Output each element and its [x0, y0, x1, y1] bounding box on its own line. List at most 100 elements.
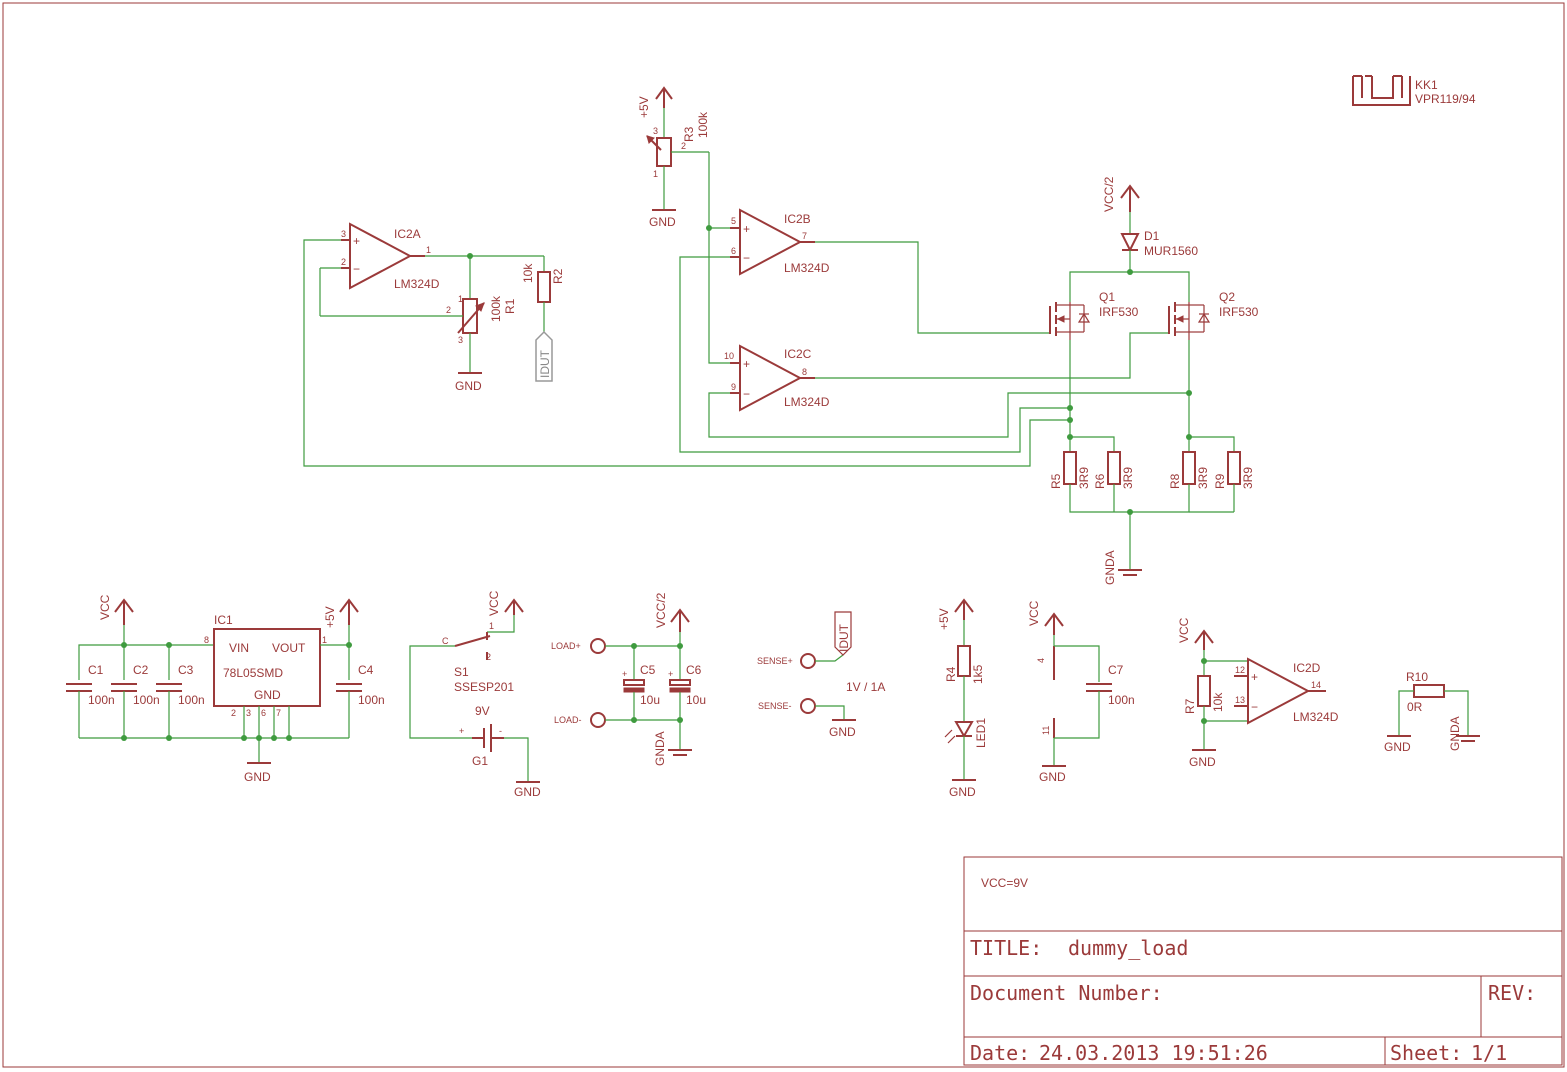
svg-text:100n: 100n: [358, 693, 385, 707]
r1-name: R1: [503, 298, 517, 314]
r3-value: 100k: [696, 111, 710, 138]
svg-text:2: 2: [486, 652, 491, 662]
svg-text:LOAD+: LOAD+: [551, 641, 581, 651]
svg-text:7: 7: [276, 708, 281, 718]
pot-r3: +5V GND 3 1 2 R3 100k: [637, 86, 710, 229]
opamp-ic2d: VCC GND R7 10k + − 12 13 14 IC2D LM324D: [1177, 617, 1339, 769]
s1-value: SSESP201: [454, 680, 514, 694]
resistor-r5: R5 3R9: [1049, 451, 1091, 489]
svg-text:3R9: 3R9: [1121, 467, 1135, 489]
r2-name: R2: [551, 268, 565, 284]
svg-text:1: 1: [322, 635, 327, 645]
opamp-ic2c: + − 10 9 8 IC2C LM324D: [724, 344, 830, 412]
svg-text:4: 4: [1036, 658, 1046, 663]
sheet-label: Sheet:: [1390, 1041, 1462, 1065]
svg-text:VCC: VCC: [1177, 617, 1191, 643]
svg-text:VCC: VCC: [1027, 600, 1041, 626]
svg-text:R7: R7: [1183, 698, 1197, 714]
r1-value: 100k: [489, 295, 503, 322]
svg-text:13: 13: [1235, 695, 1245, 705]
r3-name: R3: [682, 126, 696, 142]
q1-name: Q1: [1099, 290, 1115, 304]
load-minus-terminal[interactable]: [590, 712, 606, 728]
title-block: VCC=9V TITLE: dummy_load Document Number…: [963, 856, 1563, 1066]
r3-supply: +5V: [637, 96, 651, 118]
load-plus-terminal[interactable]: [590, 638, 606, 654]
r3-gnd: GND: [649, 215, 676, 229]
svg-text:+: +: [459, 726, 464, 736]
resistor-r8: R8 3R9: [1168, 451, 1210, 489]
svg-text:GND: GND: [949, 785, 976, 799]
svg-text:+: +: [353, 234, 360, 248]
heatsink-kk1: KK1 VPR119/94: [1352, 75, 1476, 106]
decoupling-c7: VCC 4 11 GND C7 100n: [1027, 600, 1135, 784]
ic2a-name: IC2A: [394, 227, 421, 241]
svg-text:−: −: [353, 262, 360, 276]
svg-text:+: +: [622, 669, 627, 679]
mosfet-q2: Q2 IRF530: [1168, 290, 1259, 340]
pot-r1: GND 1 2 3 R1 100k: [319, 253, 544, 393]
svg-text:VCC/2: VCC/2: [654, 592, 668, 628]
svg-text:100n: 100n: [133, 693, 160, 707]
svg-text:100n: 100n: [1108, 693, 1135, 707]
sense-plus-terminal[interactable]: [800, 653, 816, 669]
d1-value: MUR1560: [1144, 244, 1198, 258]
idut-label: IDUT: [538, 349, 552, 378]
date-label: Date:: [970, 1041, 1030, 1065]
svg-text:10u: 10u: [640, 693, 660, 707]
svg-text:VCC: VCC: [487, 590, 501, 616]
svg-text:GND: GND: [254, 688, 281, 702]
sheet-value: 1/1: [1471, 1041, 1507, 1065]
switch-s1: VCC 1 2 C S1 SSESP201: [409, 590, 524, 739]
svg-text:2: 2: [681, 141, 686, 151]
svg-text:C: C: [442, 636, 449, 646]
svg-text:+5V: +5V: [937, 608, 951, 630]
load-section: LOAD+ LOAD- VCC/2 + + GNDA C5 10u C6 10u: [551, 592, 706, 766]
svg-text:R4: R4: [944, 666, 958, 682]
svg-text:+: +: [1251, 670, 1258, 684]
battery-g1: GND + - 9V G1: [459, 704, 541, 799]
svg-text:10: 10: [724, 351, 734, 361]
g1-value: 9V: [475, 704, 490, 718]
svg-text:−: −: [743, 251, 750, 265]
svg-text:C4: C4: [358, 663, 374, 677]
svg-text:+: +: [743, 357, 750, 371]
q1-value: IRF530: [1099, 305, 1139, 319]
kk1-name: KK1: [1415, 78, 1438, 92]
svg-text:C1: C1: [88, 663, 104, 677]
svg-text:R8: R8: [1168, 473, 1182, 489]
regulator-section: VCC C1 100n C2 100n C3 100n VIN VOUT 78L…: [66, 594, 385, 784]
svg-text:1: 1: [458, 294, 463, 304]
scale-note: 1V / 1A: [846, 680, 885, 694]
svg-text:100n: 100n: [178, 693, 205, 707]
sense-section: SENSE+ SENSE- IDUT GND 1V / 1A: [757, 611, 885, 739]
svg-text:GND: GND: [1039, 770, 1066, 784]
svg-text:GND: GND: [514, 785, 541, 799]
svg-text:1: 1: [489, 621, 494, 631]
svg-text:1k5: 1k5: [971, 664, 985, 684]
g1-name: G1: [472, 754, 488, 768]
d1-supply: VCC/2: [1102, 176, 1116, 212]
svg-text:GND: GND: [1189, 755, 1216, 769]
svg-text:10k: 10k: [1211, 692, 1225, 712]
mosfet-q1: Q1 IRF530: [1049, 290, 1139, 340]
diode-d1: VCC/2 D1 MUR1560: [1102, 176, 1198, 272]
ic1-value: 78L05SMD: [223, 666, 283, 680]
svg-text:−: −: [1251, 700, 1258, 714]
svg-text:C5: C5: [640, 663, 656, 677]
svg-text:VOUT: VOUT: [272, 641, 306, 655]
svg-text:3R9: 3R9: [1077, 467, 1091, 489]
ic2d-value: LM324D: [1293, 710, 1339, 724]
resistor-r10: GND GNDA R10 0R: [1384, 670, 1480, 754]
ic2c-value: LM324D: [784, 395, 830, 409]
rev-label: REV:: [1488, 981, 1536, 1005]
svg-text:R6: R6: [1093, 473, 1107, 489]
svg-text:R5: R5: [1049, 473, 1063, 489]
svg-text:100n: 100n: [88, 693, 115, 707]
svg-text:1: 1: [426, 245, 431, 255]
sense-minus-terminal[interactable]: [800, 698, 816, 714]
svg-text:C3: C3: [178, 663, 194, 677]
title-label: TITLE:: [970, 936, 1042, 960]
